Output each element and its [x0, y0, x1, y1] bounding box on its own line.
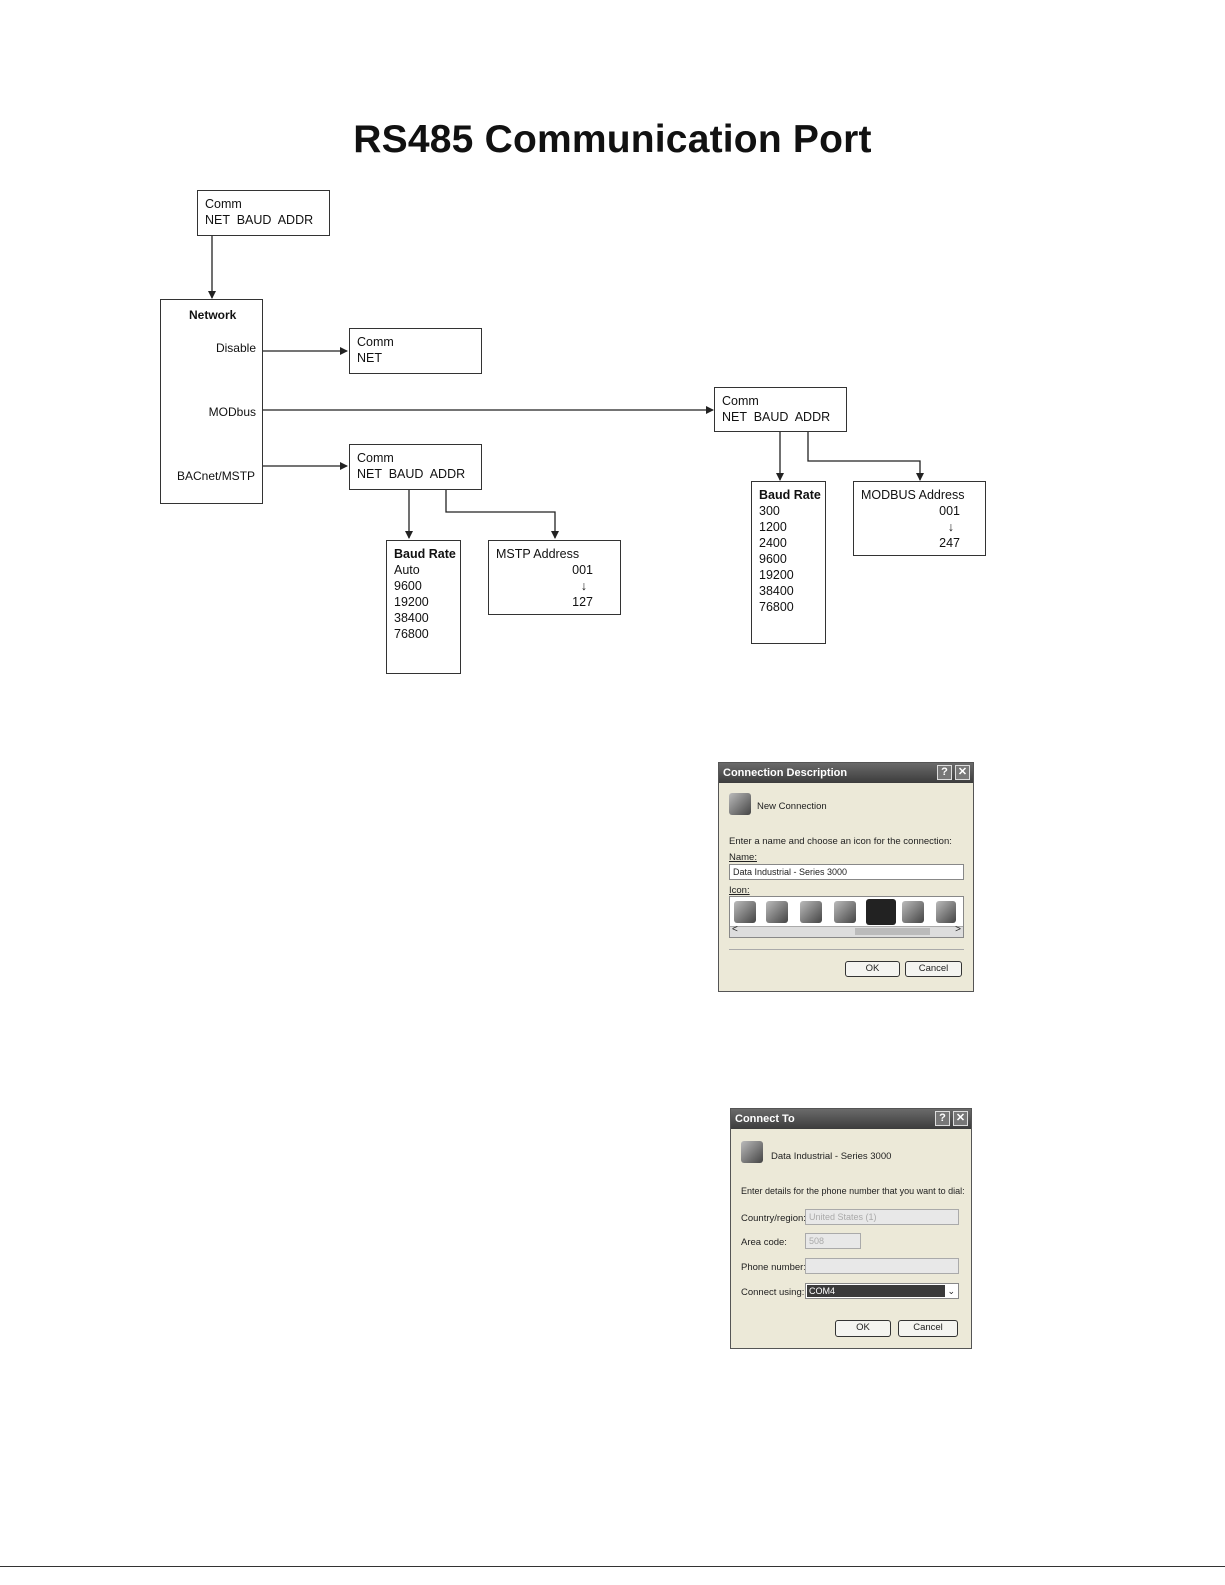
- baud-value: 9600: [394, 579, 422, 593]
- icon-label: Icon:: [729, 885, 750, 896]
- mstp-address-box: MSTP Address 001 ↓ 127: [488, 540, 621, 615]
- comm-fields: NET BAUD ADDR: [722, 410, 831, 424]
- phone-number-label: Phone number:: [741, 1262, 806, 1273]
- connection-icon-option[interactable]: [834, 901, 856, 923]
- country-select[interactable]: United States (1): [805, 1209, 959, 1225]
- connect-using-select[interactable]: COM4 ⌄: [805, 1283, 959, 1299]
- close-button[interactable]: ✕: [953, 1111, 968, 1126]
- comm-fields: NET BAUD ADDR: [205, 213, 314, 227]
- baud-value: 38400: [394, 611, 429, 625]
- address-to: 247: [939, 536, 960, 550]
- phone-connection-icon: [741, 1141, 763, 1163]
- selected-port: COM4: [807, 1285, 945, 1297]
- baud-value: 38400: [759, 584, 794, 598]
- connection-icon-option[interactable]: [800, 901, 822, 923]
- connect-using-label: Connect using:: [741, 1287, 805, 1298]
- help-button[interactable]: ?: [937, 765, 952, 780]
- comm-top-box: Comm NET BAUD ADDR: [197, 190, 330, 236]
- comm-label: Comm: [357, 451, 394, 465]
- network-option-modbus: MODbus: [208, 405, 256, 419]
- comm-label: Comm: [722, 394, 759, 408]
- connection-icon-option[interactable]: [734, 901, 756, 923]
- baud-value: 9600: [759, 552, 787, 566]
- comm-net-box: Comm NET: [349, 328, 482, 374]
- divider: [729, 949, 964, 950]
- baud-value: 19200: [759, 568, 794, 582]
- scroll-left-icon[interactable]: <: [732, 924, 738, 935]
- cancel-button[interactable]: Cancel: [905, 961, 962, 977]
- address-from: 001: [572, 563, 593, 577]
- arrow-modbus-address: [807, 431, 924, 481]
- cancel-button[interactable]: Cancel: [898, 1320, 958, 1337]
- scroll-right-icon[interactable]: >: [955, 924, 961, 935]
- comm-modbus-box: Comm NET BAUD ADDR: [714, 387, 847, 432]
- ok-button[interactable]: OK: [845, 961, 900, 977]
- dialog-instruction: Enter a name and choose an icon for the …: [729, 836, 952, 847]
- area-code-input[interactable]: 508: [805, 1233, 861, 1249]
- icon-scrollbar[interactable]: < >: [730, 924, 963, 937]
- connect-to-dialog: Connect To ? ✕ Data Industrial - Series …: [730, 1108, 972, 1349]
- modbus-baud-box: Baud Rate 300 1200 2400 9600 19200 38400…: [751, 481, 826, 644]
- network-box: Network Disable MODbus BACnet/MSTP: [160, 299, 263, 504]
- country-label: Country/region:: [741, 1213, 806, 1224]
- name-label: Name:: [729, 852, 757, 863]
- baud-heading: Baud Rate: [759, 488, 821, 502]
- page-title: RS485 Communication Port: [353, 118, 872, 161]
- bacnet-baud-box: Baud Rate Auto 9600 19200 38400 76800: [386, 540, 461, 674]
- connection-description-dialog: Connection Description ? ✕ New Connectio…: [718, 762, 974, 992]
- dialog-title: Connect To: [735, 1113, 795, 1125]
- comm-label: Comm: [205, 197, 242, 211]
- connection-icon-option[interactable]: [936, 901, 956, 923]
- page-bottom-rule: [0, 1566, 1225, 1567]
- baud-value: 2400: [759, 536, 787, 550]
- connection-icon-option[interactable]: [766, 901, 788, 923]
- address-heading: MODBUS Address: [861, 488, 965, 502]
- name-input[interactable]: Data Industrial - Series 3000: [729, 864, 964, 880]
- chevron-down-icon[interactable]: ⌄: [947, 1286, 955, 1296]
- comm-fields: NET: [357, 351, 382, 365]
- modbus-address-box: MODBUS Address 001 ↓ 247: [853, 481, 986, 556]
- baud-heading: Baud Rate: [394, 547, 456, 561]
- comm-label: Comm: [357, 335, 394, 349]
- phone-connection-icon: [729, 793, 751, 815]
- comm-fields: NET BAUD ADDR: [357, 467, 466, 481]
- dialog-subtitle: New Connection: [757, 801, 827, 812]
- network-option-bacnet: BACnet/MSTP: [177, 469, 256, 483]
- baud-value: 1200: [759, 520, 787, 534]
- ok-button[interactable]: OK: [835, 1320, 891, 1337]
- connection-icon-option[interactable]: [902, 901, 924, 923]
- selected-connection-icon[interactable]: [866, 899, 896, 925]
- area-code-label: Area code:: [741, 1237, 787, 1248]
- baud-value: Auto: [394, 563, 420, 577]
- comm-bacnet-box: Comm NET BAUD ADDR: [349, 444, 482, 490]
- dialog-subtitle: Data Industrial - Series 3000: [771, 1151, 892, 1162]
- help-button[interactable]: ?: [935, 1111, 950, 1126]
- address-from: 001: [939, 504, 960, 518]
- down-arrow-icon: ↓: [580, 579, 587, 593]
- close-button[interactable]: ✕: [955, 765, 970, 780]
- dialog-titlebar: Connection Description ? ✕: [719, 763, 973, 783]
- address-to: 127: [572, 595, 593, 609]
- baud-value: 19200: [394, 595, 429, 609]
- scroll-thumb[interactable]: [855, 928, 930, 935]
- icon-picker[interactable]: < >: [729, 896, 964, 938]
- baud-value: 76800: [759, 600, 794, 614]
- down-arrow-icon: ↓: [947, 520, 954, 534]
- address-heading: MSTP Address: [496, 547, 580, 561]
- phone-number-input[interactable]: [805, 1258, 959, 1274]
- baud-value: 76800: [394, 627, 429, 641]
- network-heading: Network: [189, 308, 237, 322]
- network-option-disable: Disable: [215, 341, 256, 355]
- dialog-instruction: Enter details for the phone number that …: [741, 1186, 965, 1196]
- dialog-title: Connection Description: [723, 767, 848, 779]
- dialog-titlebar: Connect To ? ✕: [731, 1109, 971, 1129]
- baud-value: 300: [759, 504, 780, 518]
- arrow-mstp-address: [445, 490, 559, 539]
